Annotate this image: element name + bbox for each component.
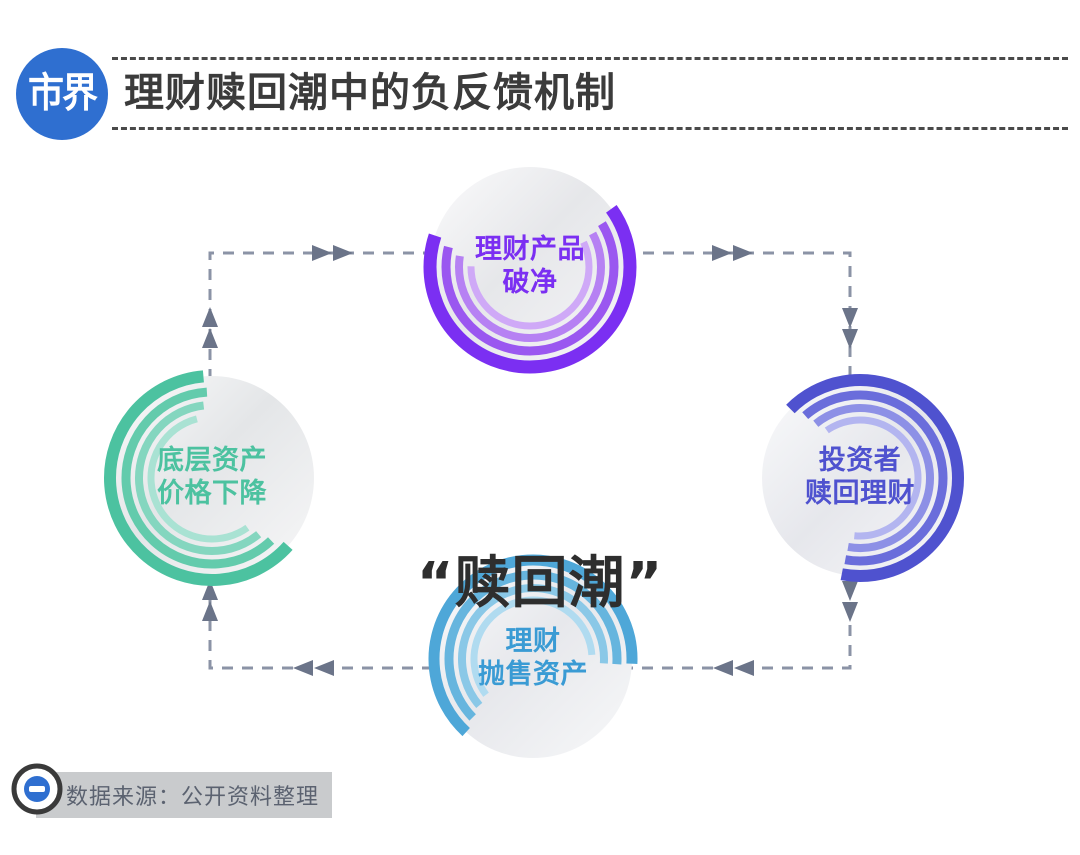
arrow-right-b2 xyxy=(733,245,753,261)
arrow-right-a2 xyxy=(333,245,353,261)
header-rule-bottom xyxy=(112,127,1068,130)
arrow-up-a1 xyxy=(202,307,218,327)
node-right-rings xyxy=(756,374,964,583)
no-entry-icon xyxy=(11,763,63,815)
node-investor-redeem[interactable]: 投资者 赎回理财 xyxy=(748,366,972,590)
arrow-down-a2 xyxy=(842,329,858,349)
cycle-diagram: 理财产品 破净 底层资产 价格下降 xyxy=(0,150,1080,770)
arrow-up-b2 xyxy=(202,601,218,621)
page-header: 市界 理财赎回潮中的负反馈机制 xyxy=(0,0,1080,150)
arrow-left-b1 xyxy=(734,660,754,676)
node-bottom-rings xyxy=(428,554,638,764)
arrow-up-a2 xyxy=(202,328,218,348)
arrow-left-a1 xyxy=(314,660,334,676)
arrow-left-a2 xyxy=(293,660,313,676)
header-rule-top xyxy=(112,57,1068,60)
arrow-up-b1 xyxy=(202,580,218,600)
logo-text: 市界 xyxy=(27,70,98,117)
page-footer: 数据来源：公开资料整理 xyxy=(0,763,1080,855)
arrow-left-b2 xyxy=(713,660,733,676)
arrow-right-b1 xyxy=(712,245,732,261)
source-bar xyxy=(36,772,332,818)
arrow-down-b1 xyxy=(842,581,858,601)
node-left-rings xyxy=(104,370,320,586)
shijie-logo: 市界 xyxy=(16,48,108,140)
page-title: 理财赎回潮中的负反馈机制 xyxy=(124,70,616,116)
connector-arrows xyxy=(202,245,858,676)
arrow-down-b2 xyxy=(842,602,858,622)
center-caption: “赎回潮” xyxy=(416,551,664,616)
arrow-down-a1 xyxy=(842,308,858,328)
arrow-right-a1 xyxy=(312,245,332,261)
node-top-rings xyxy=(423,160,637,374)
node-asset-price-drop[interactable]: 底层资产 价格下降 xyxy=(98,364,326,592)
node-product-break-net[interactable]: 理财产品 破净 xyxy=(416,153,644,381)
source-text: 数据来源：公开资料整理 xyxy=(66,785,320,810)
